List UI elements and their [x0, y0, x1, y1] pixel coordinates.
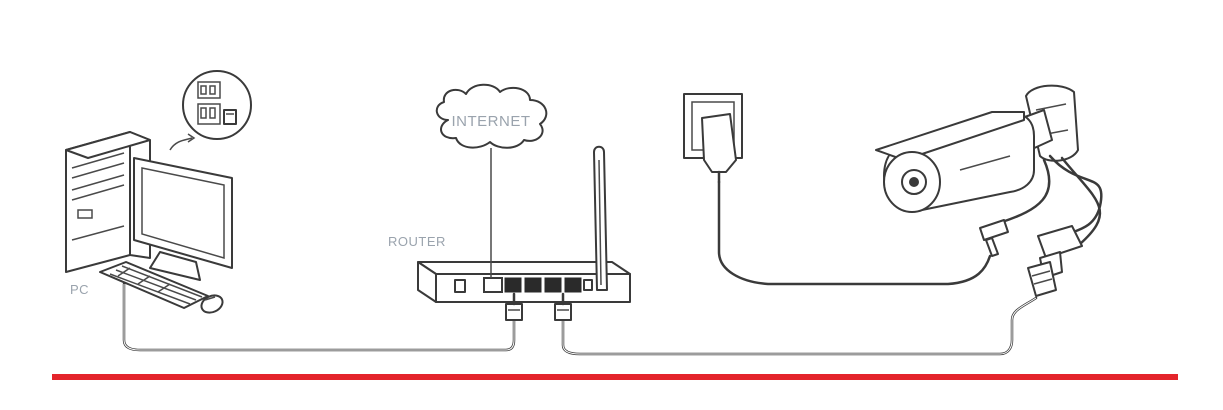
- ethernet-plug-icon: [505, 292, 523, 321]
- internet-label: INTERNET: [452, 113, 531, 130]
- ethernet-plug-icon: [554, 292, 572, 321]
- red-divider-line: [52, 374, 1178, 380]
- camera-ethernet-connector-icon: [1027, 225, 1083, 297]
- camera-ethernet-cable: [561, 296, 1038, 356]
- router-icon: [417, 261, 631, 303]
- keyboard-icon: [99, 261, 209, 309]
- power-adapter-icon: [701, 113, 737, 184]
- internet-cloud-icon: INTERNET: [435, 83, 548, 149]
- pc-tower-icon: [65, 131, 151, 273]
- dc-connector-icon: [979, 219, 1009, 257]
- router-ports: [483, 277, 593, 293]
- pc-label: PC: [70, 282, 89, 297]
- antenna-icon: [593, 145, 608, 291]
- bullet-camera-icon: [875, 84, 1079, 213]
- power-cable: [717, 180, 992, 286]
- monitor-icon: [133, 157, 233, 281]
- router-label: ROUTER: [388, 234, 446, 249]
- usb-ports-icon: [169, 70, 252, 151]
- mouse-icon: [200, 294, 224, 314]
